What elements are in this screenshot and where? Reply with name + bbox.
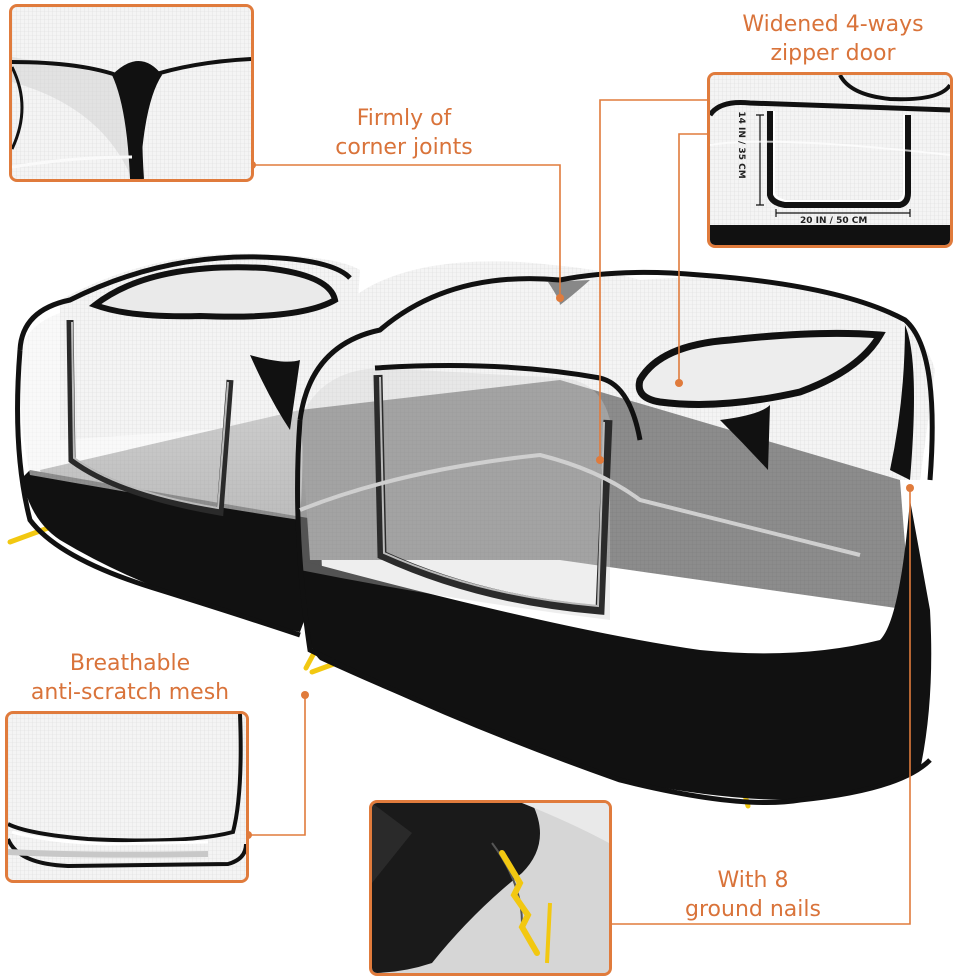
door-width-dimension: 20 IN / 50 CM bbox=[800, 216, 868, 226]
right-room bbox=[295, 261, 935, 805]
left-room bbox=[15, 253, 360, 638]
zipper-door-line1: Widened 4-ways bbox=[742, 12, 924, 37]
door-height-dimension: 14 IN / 35 CM bbox=[736, 111, 746, 179]
zipper-door-line2: zipper door bbox=[770, 41, 896, 66]
mesh-inset bbox=[5, 711, 249, 883]
zipper-door-callout: Widened 4-ways zipper door bbox=[723, 10, 943, 68]
ground-nails-line2: ground nails bbox=[685, 897, 821, 922]
mesh-line2: anti-scratch mesh bbox=[30, 680, 230, 705]
mesh-line1: Breathable bbox=[69, 651, 191, 676]
callout-leaders bbox=[248, 99, 911, 925]
corner-joints-callout: Firmly of corner joints bbox=[324, 104, 484, 162]
corner-joints-line1: Firmly of bbox=[356, 106, 452, 131]
mesh-callout: Breathable anti-scratch mesh bbox=[30, 649, 230, 707]
ground-nails-line1: With 8 bbox=[717, 868, 789, 893]
corner-joints-line2: corner joints bbox=[335, 135, 473, 160]
zipper-door-inset: 14 IN / 35 CM 20 IN / 50 CM bbox=[707, 72, 953, 248]
corner-joint-inset bbox=[9, 4, 254, 182]
ground-nails-callout: With 8 ground nails bbox=[673, 866, 833, 924]
ground-nail-inset bbox=[369, 800, 612, 976]
